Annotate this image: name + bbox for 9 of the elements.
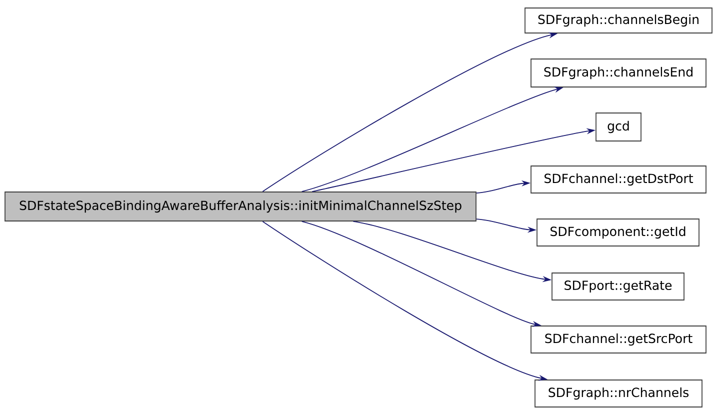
function-box: SDFchannel::getSrcPort [530,326,706,354]
function-box: SDFcomponent::getId [536,218,700,246]
function-box: SDFport::getRate [552,272,684,300]
function-box: SDFstateSpaceBindingAwareBufferAnalysis::initMinimalChannelSzStep [4,192,476,222]
function-box: SDFgraph::nrChannels [534,380,702,408]
function-box: SDFgraph::channelsEnd [530,58,706,88]
function-box: gcd [596,112,642,142]
function-box: SDFgraph::channelsBegin [524,8,712,34]
function-box: SDFchannel::getDstPort [530,166,706,194]
